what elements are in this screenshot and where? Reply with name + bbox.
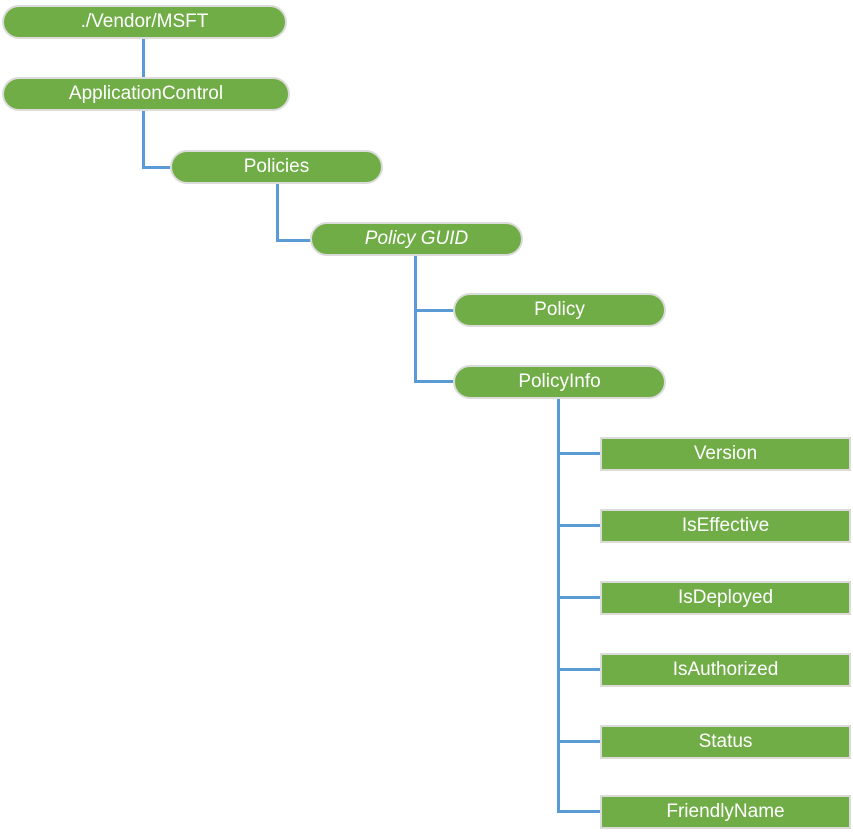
connector-policyguid-to-policyinfo — [414, 380, 455, 383]
node-applicationcontrol: ApplicationControl — [2, 77, 290, 111]
connector-policies-to-policyguid-vertical — [276, 182, 279, 242]
connector-policyinfo-to-isauthorized — [557, 668, 602, 671]
node-policy-guid: Policy GUID — [310, 222, 523, 256]
node-isauthorized: IsAuthorized — [600, 653, 851, 687]
node-policy: Policy — [453, 293, 666, 327]
node-isdeployed: IsDeployed — [600, 581, 851, 615]
node-vendor-msft: ./Vendor/MSFT — [2, 5, 287, 39]
node-policies: Policies — [170, 150, 383, 184]
node-status: Status — [600, 725, 851, 759]
connector-policyinfo-to-iseffective — [557, 524, 602, 527]
node-friendlyname: FriendlyName — [600, 795, 851, 829]
connector-policyguid-trunk — [414, 254, 417, 383]
connector-applicationcontrol-to-policies-horizontal — [142, 166, 172, 169]
connector-policyinfo-trunk — [557, 397, 560, 813]
connector-root-to-applicationcontrol — [142, 37, 145, 79]
node-iseffective: IsEffective — [600, 509, 851, 543]
node-version: Version — [600, 437, 851, 471]
connector-policyinfo-to-status — [557, 740, 602, 743]
node-policyinfo: PolicyInfo — [453, 365, 666, 399]
connector-policyinfo-to-version — [557, 452, 602, 455]
connector-policyinfo-to-isdeployed — [557, 596, 602, 599]
connector-policyguid-to-policy — [414, 309, 455, 312]
connector-applicationcontrol-to-policies-vertical — [142, 109, 145, 169]
connector-policyinfo-to-friendlyname — [557, 810, 602, 813]
connector-policies-to-policyguid-horizontal — [276, 239, 312, 242]
